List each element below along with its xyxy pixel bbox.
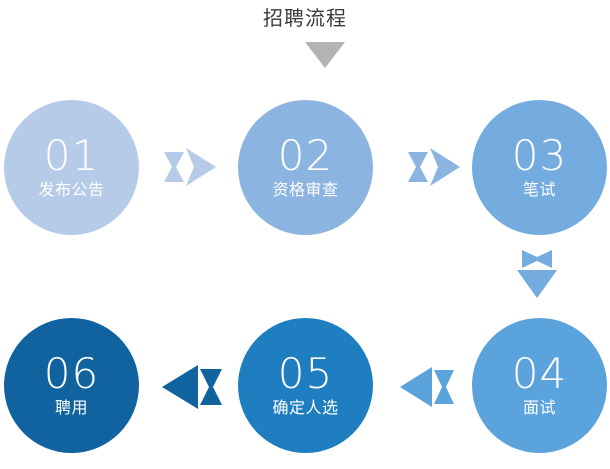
arrow-down-03-to-04 <box>508 248 568 309</box>
step-label: 确定人选 <box>272 400 339 417</box>
process-step-05[interactable]: 05 确定人选 <box>238 318 373 453</box>
process-step-06[interactable]: 06 聘用 <box>4 318 139 453</box>
process-step-03[interactable]: 03 笔试 <box>472 100 607 235</box>
page-title: 招聘流程 <box>263 8 347 30</box>
step-number: 05 <box>277 349 334 398</box>
step-label: 发布公告 <box>38 182 105 199</box>
diagram-title-block: 招聘流程 <box>0 6 610 68</box>
step-number: 04 <box>511 349 568 398</box>
step-label: 聘用 <box>54 400 88 417</box>
process-step-01[interactable]: 01 发布公告 <box>4 100 139 235</box>
arrow-right-02-to-03 <box>404 138 464 201</box>
process-step-04[interactable]: 04 面试 <box>472 318 607 453</box>
arrow-left-05-to-06 <box>158 358 228 421</box>
step-label: 面试 <box>522 400 556 417</box>
step-label: 资格审查 <box>272 182 339 199</box>
process-step-02[interactable]: 02 资格审查 <box>238 100 373 235</box>
step-number: 03 <box>511 131 568 180</box>
step-label: 笔试 <box>522 182 556 199</box>
arrow-left-04-to-05 <box>396 358 460 421</box>
arrow-right-01-to-02 <box>160 138 220 201</box>
step-number: 06 <box>43 349 100 398</box>
step-number: 01 <box>43 131 100 180</box>
step-number: 02 <box>277 131 334 180</box>
